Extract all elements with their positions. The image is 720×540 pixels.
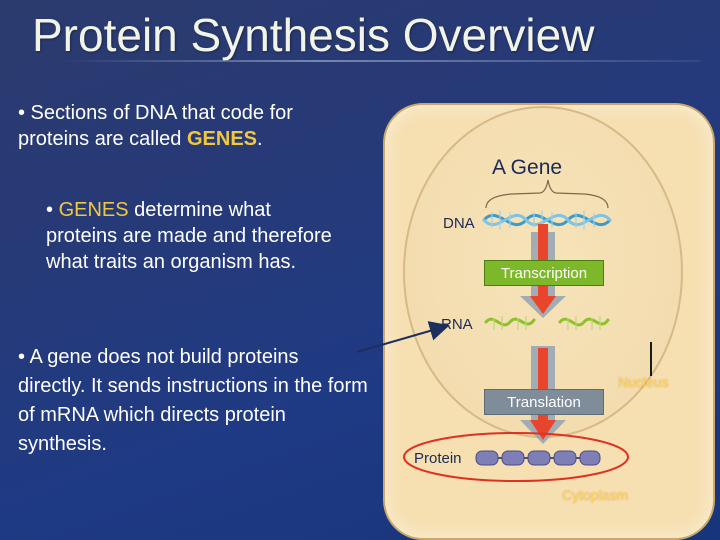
transcription-box: Transcription — [484, 260, 604, 286]
title-underline — [60, 60, 700, 62]
dna-label: DNA — [443, 215, 475, 232]
bullet-genes-definition: • Sections of DNA that code for proteins… — [18, 100, 363, 152]
bullet-genes-determine: • GENES determine what proteins are made… — [46, 197, 346, 275]
bullet-2-text: determine what proteins are made and the… — [46, 199, 332, 273]
bullet-gene-mrna: • A gene does not build proteins directl… — [18, 346, 368, 455]
slide-title: Protein Synthesis Overview — [32, 9, 595, 61]
nucleus-label: Nucleus — [618, 374, 669, 390]
cytoplasm-label: Cytoplasm — [562, 487, 629, 503]
protein-boundary — [403, 432, 629, 482]
genes-highlight: GENES — [186, 128, 258, 150]
translation-box: Translation — [484, 389, 604, 415]
rna-strand-icon — [484, 317, 610, 327]
bullet-1-suffix: . — [257, 128, 263, 150]
rna-label: RNA — [441, 316, 473, 333]
protein-chain-icon — [475, 450, 601, 466]
protein-label: Protein — [414, 450, 462, 467]
bullet-2-marker: • — [46, 199, 59, 221]
genes-highlight-2: GENES — [58, 199, 129, 221]
gene-label: A Gene — [492, 156, 563, 179]
gene-bracket — [485, 179, 609, 209]
mrna-pointer-arrow — [356, 321, 450, 353]
bullet-1-text: • Sections of DNA that code for proteins… — [18, 102, 293, 150]
